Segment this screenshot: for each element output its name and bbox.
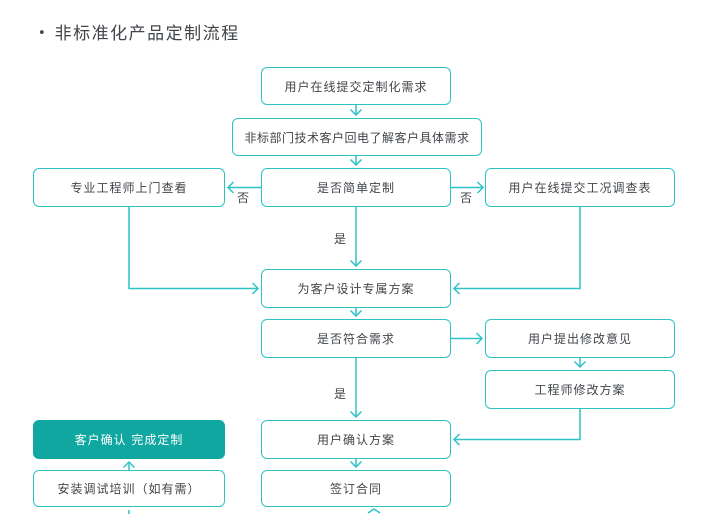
edge-label-no-right: 否 [460,191,473,205]
edge-visit-design [128,207,258,289]
flow-node-install-training: 安装调试培训（如有需） [33,470,225,507]
flow-node-callback: 非标部门技术客户回电了解客户具体需求 [232,118,482,156]
page-title: • 非标准化产品定制流程 [38,24,240,44]
edge-revise-confirm [454,409,581,440]
flow-node-survey-form: 用户在线提交工况调查表 [485,168,675,207]
flow-node-engineer-revise: 工程师修改方案 [485,370,675,409]
edge-label-yes-top: 是 [334,232,347,246]
flow-node-design-plan: 为客户设计专属方案 [261,269,451,308]
flow-node-simple-decision: 是否简单定制 [261,168,451,207]
edge-survey-design [454,207,581,289]
edge-stub-below-contract [367,508,381,514]
flow-node-confirm-plan: 用户确认方案 [261,420,451,459]
flow-node-user-feedback: 用户提出修改意见 [485,319,675,358]
flow-node-engineer-visit: 专业工程师上门查看 [33,168,225,207]
page-title-text: 非标准化产品定制流程 [54,24,240,44]
bullet-icon: • [38,26,46,41]
flow-node-submit-request: 用户在线提交定制化需求 [261,67,451,105]
flow-node-sign-contract: 签订合同 [261,470,451,507]
flow-node-fit-decision: 是否符合需求 [261,319,451,358]
edge-label-yes-bottom: 是 [334,387,347,401]
edge-label-no-left: 否 [237,191,250,205]
flow-node-complete-highlighted: 客户确认 完成定制 [33,420,225,459]
